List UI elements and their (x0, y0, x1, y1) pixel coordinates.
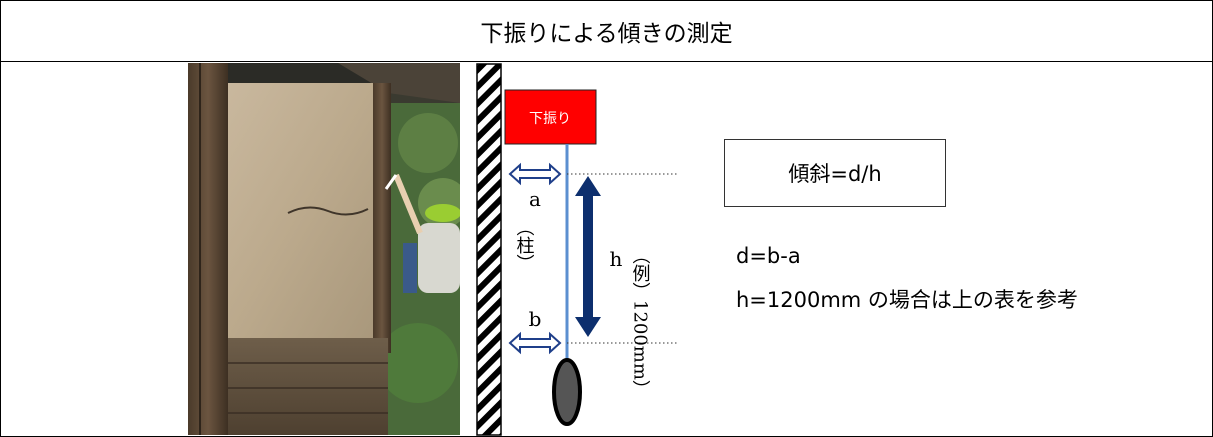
plumb-bob (552, 358, 582, 426)
pillar-hatch (476, 63, 502, 436)
plumb-holder-box (504, 89, 597, 145)
note-d-formula: d=b-a (736, 244, 801, 268)
wall-photo (188, 63, 460, 435)
figure-title: 下振りによる傾きの測定 (1, 1, 1212, 62)
plumb-holder-label: 下振り (529, 111, 571, 127)
example-length-label: （例）1200mm） (630, 246, 651, 398)
note-reference: h=1200mm の場合は上の表を参考 (736, 288, 1078, 312)
label-h: h (610, 247, 623, 271)
arrow-b (508, 331, 562, 355)
formula-text: 傾斜=d/h (788, 162, 882, 186)
label-b: b (529, 307, 542, 331)
pillar-label: （柱） (514, 218, 535, 272)
arrow-h (575, 176, 601, 337)
formula-box: 傾斜=d/h (724, 139, 946, 207)
label-a: a (529, 187, 541, 211)
arrow-a (508, 162, 562, 186)
